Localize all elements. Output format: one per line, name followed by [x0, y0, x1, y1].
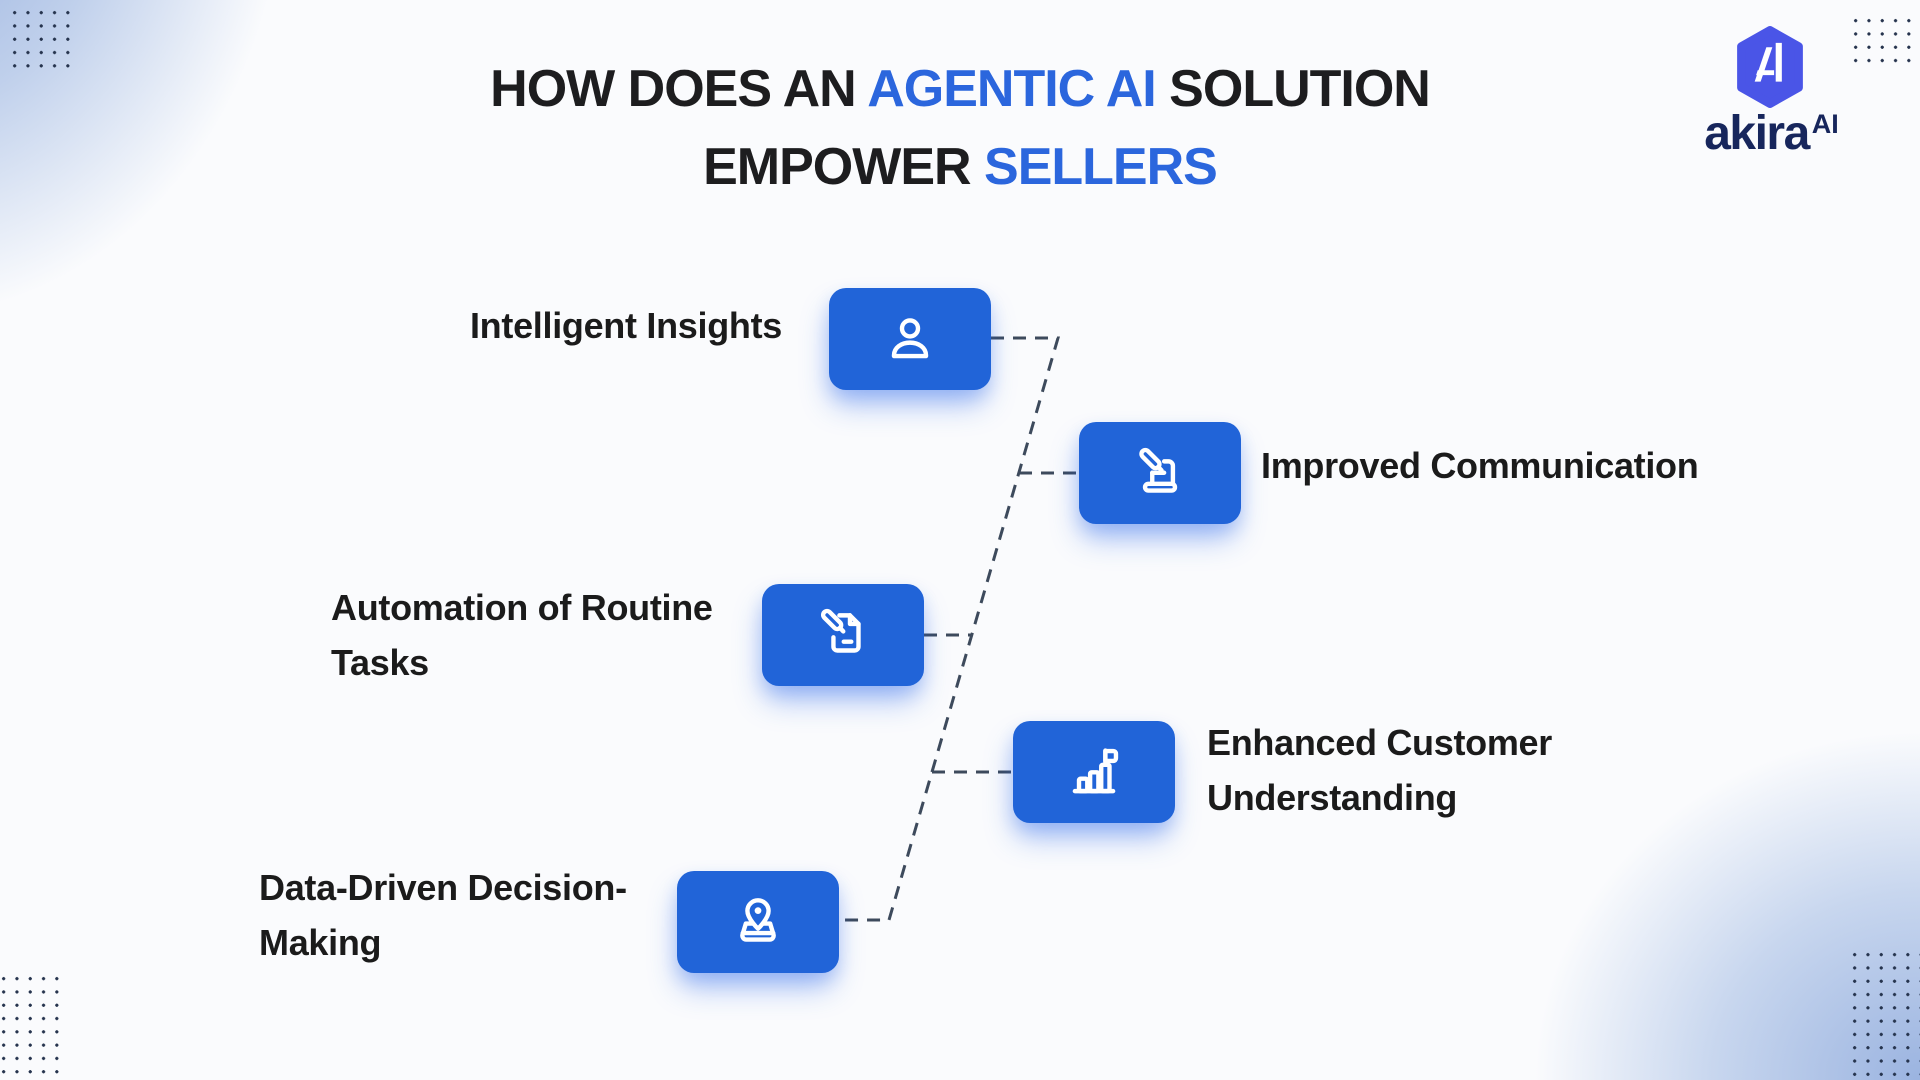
pen-signing-icon	[1139, 447, 1178, 493]
item-label-data-driven-decision-making: Data-Driven Decision-Making	[259, 867, 627, 963]
card-data-driven-decision-making	[677, 871, 839, 973]
card-enhanced-customer-understanding	[1013, 721, 1175, 823]
document-pen-icon	[820, 608, 861, 653]
user-icon	[891, 318, 929, 359]
akira-ai-superscript: AI	[1811, 109, 1839, 139]
title-text-2: SOLUTION	[1155, 60, 1431, 118]
item-label-automation-of-routine-tasks: Automation of Routine Tasks	[331, 587, 713, 683]
item-label-improved-communication: Improved Communication	[1261, 445, 1699, 486]
dot-grid-top-right	[1847, 12, 1920, 68]
akira-wordmark-text: akira	[1704, 107, 1810, 160]
dot-grid-bottom-right	[1846, 946, 1920, 1080]
dot-grid-bottom-left	[0, 970, 59, 1080]
title-line-1: HOW DOES AN AGENTIC AI SOLUTION	[0, 50, 1920, 128]
title-text-3: EMPOWER	[703, 138, 985, 196]
dot-grid-top-left	[6, 4, 74, 70]
title-accent-agentic-ai: AGENTIC AI	[867, 60, 1157, 118]
title-line-2: EMPOWER SELLERS	[0, 128, 1920, 206]
title-text-1: HOW DOES AN	[490, 60, 868, 118]
card-improved-communication	[1079, 422, 1241, 524]
map-pin-icon	[740, 898, 776, 942]
item-label-intelligent-insights: Intelligent Insights	[469, 305, 782, 346]
title-accent-sellers: SELLERS	[984, 138, 1218, 196]
card-intelligent-insights	[829, 288, 991, 390]
bar-chart-flag-icon	[1072, 748, 1119, 794]
card-automation-of-routine-tasks	[762, 584, 924, 686]
page-title: HOW DOES AN AGENTIC AI SOLUTION EMPOWER …	[0, 50, 1920, 206]
akira-hexagon-icon	[1737, 26, 1803, 108]
item-label-enhanced-customer-understanding: Enhanced Customer Understanding	[1207, 722, 1552, 818]
